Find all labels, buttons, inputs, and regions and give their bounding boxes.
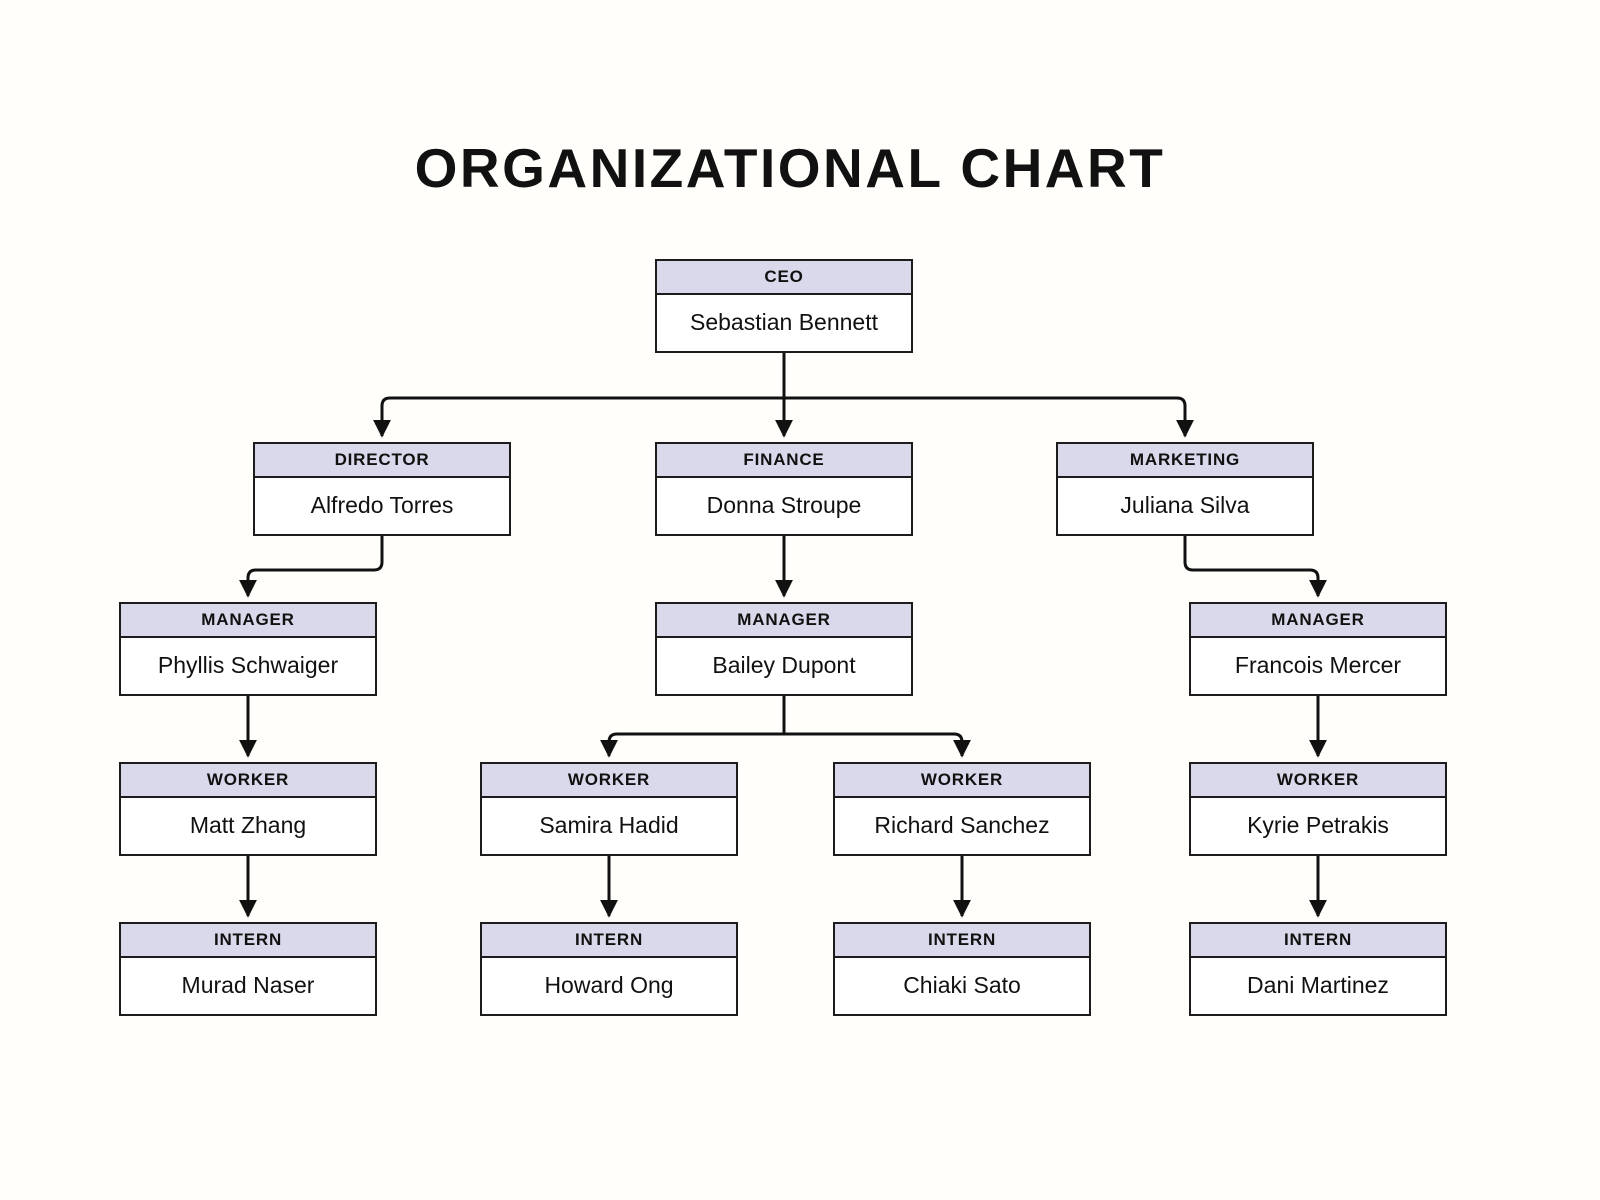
org-node-worker-4: WORKER Kyrie Petrakis [1189, 762, 1447, 856]
node-role-label: MANAGER [1191, 604, 1445, 638]
node-name-label: Chiaki Sato [903, 971, 1021, 998]
connector-ceo-director [373, 396, 784, 438]
page-title: ORGANIZATIONAL CHART [414, 137, 1166, 199]
node-role-label: INTERN [121, 924, 375, 958]
node-name-label: Sebastian Bennett [690, 308, 878, 335]
node-role-label: WORKER [835, 764, 1089, 798]
org-node-intern-2: INTERN Howard Ong [480, 922, 738, 1016]
connector-manager2-worker2 [600, 732, 784, 758]
org-node-worker-2: WORKER Samira Hadid [480, 762, 738, 856]
org-node-worker-3: WORKER Richard Sanchez [833, 762, 1091, 856]
connector-director-manager1 [239, 536, 384, 598]
connector-ceo-marketing [784, 396, 1194, 438]
org-node-intern-1: INTERN Murad Naser [119, 922, 377, 1016]
node-role-label: INTERN [482, 924, 736, 958]
node-name-label: Bailey Dupont [712, 651, 856, 678]
org-node-manager-2: MANAGER Bailey Dupont [655, 602, 913, 696]
node-role-label: MANAGER [121, 604, 375, 638]
connector-manager2-worker3 [784, 732, 971, 758]
node-role-label: WORKER [121, 764, 375, 798]
node-name-label: Alfredo Torres [310, 491, 454, 518]
node-name-label: Francois Mercer [1234, 651, 1402, 678]
node-role-label: MARKETING [1058, 444, 1312, 478]
node-name-label: Matt Zhang [189, 811, 307, 838]
node-name-label: Richard Sanchez [874, 811, 1050, 838]
org-node-intern-4: INTERN Dani Martinez [1189, 922, 1447, 1016]
node-role-label: INTERN [835, 924, 1089, 958]
org-node-finance: FINANCE Donna Stroupe [655, 442, 913, 536]
node-role-label: FINANCE [657, 444, 911, 478]
node-name-label: Dani Martinez [1247, 971, 1389, 998]
node-name-label: Donna Stroupe [706, 491, 862, 518]
node-role-label: WORKER [482, 764, 736, 798]
node-role-label: WORKER [1191, 764, 1445, 798]
node-name-label: Kyrie Petrakis [1247, 811, 1389, 838]
node-name-label: Murad Naser [181, 971, 315, 998]
org-node-intern-3: INTERN Chiaki Sato [833, 922, 1091, 1016]
org-node-manager-1: MANAGER Phyllis Schwaiger [119, 602, 377, 696]
connector-marketing-manager3 [1183, 536, 1327, 598]
node-name-label: Howard Ong [544, 971, 674, 998]
node-name-label: Phyllis Schwaiger [157, 651, 339, 678]
org-node-manager-3: MANAGER Francois Mercer [1189, 602, 1447, 696]
node-role-label: DIRECTOR [255, 444, 509, 478]
node-role-label: MANAGER [657, 604, 911, 638]
node-role-label: INTERN [1191, 924, 1445, 958]
org-node-director: DIRECTOR Alfredo Torres [253, 442, 511, 536]
org-node-marketing: MARKETING Juliana Silva [1056, 442, 1314, 536]
org-node-worker-1: WORKER Matt Zhang [119, 762, 377, 856]
node-name-label: Samira Hadid [539, 811, 679, 838]
node-name-label: Juliana Silva [1120, 491, 1250, 518]
node-role-label: CEO [657, 261, 911, 295]
org-node-ceo: CEO Sebastian Bennett [655, 259, 913, 353]
